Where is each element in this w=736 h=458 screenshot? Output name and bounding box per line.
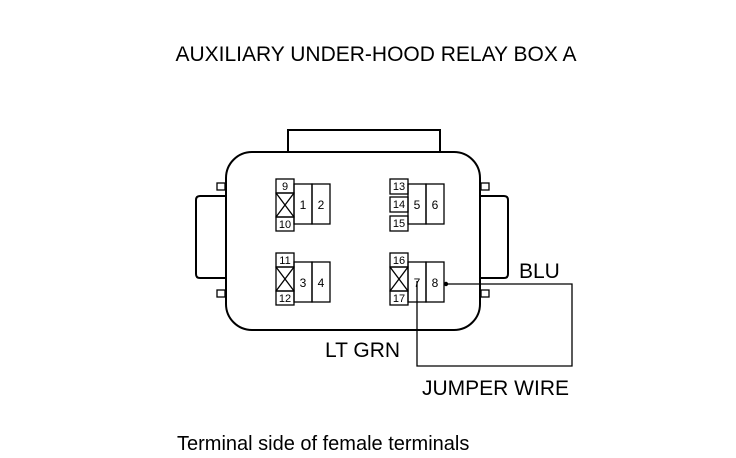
- cavity-group-1-2: 9 10 1 2: [275, 178, 331, 232]
- diagram-caption: Terminal side of female terminals: [177, 433, 469, 455]
- terminal-4-label: 4: [318, 276, 325, 290]
- terminal-12-label: 12: [279, 293, 291, 305]
- right-side-lock: [480, 195, 509, 279]
- terminal-2-label: 2: [318, 198, 325, 212]
- terminal-8: [425, 261, 445, 303]
- blu-wire-label: BLU: [519, 260, 560, 283]
- terminal-13-label: 13: [393, 181, 405, 193]
- jumper-wire-line: [416, 281, 573, 367]
- jumper-wire-label: JUMPER WIRE: [422, 377, 569, 400]
- cavity-group-5-6: 13 14 15 5 6: [389, 178, 445, 232]
- right-top-tab: [480, 182, 490, 191]
- terminal-16-label: 16: [393, 255, 405, 267]
- cavity-group-3-4: 11 12 3 4: [275, 252, 331, 306]
- right-bottom-tab: [480, 289, 490, 298]
- terminal-17-label: 17: [393, 293, 405, 305]
- terminal-3-label: 3: [300, 276, 307, 290]
- terminal-5-label: 5: [414, 198, 421, 212]
- terminal-6-label: 6: [432, 198, 439, 212]
- terminal-14-label: 14: [393, 199, 405, 211]
- terminal-8-label: 8: [432, 276, 439, 290]
- terminal-1-label: 1: [300, 198, 307, 212]
- left-side-lock: [195, 195, 226, 279]
- left-bottom-tab: [216, 289, 226, 298]
- top-latch: [287, 129, 441, 152]
- terminal-10-label: 10: [279, 219, 291, 231]
- terminal-2: [311, 183, 331, 225]
- left-top-tab: [216, 182, 226, 191]
- terminal-15-label: 15: [393, 218, 405, 230]
- terminal-9-label: 9: [282, 181, 288, 193]
- lt-grn-wire-label: LT GRN: [325, 339, 400, 362]
- blocked-cavity-icon: [275, 192, 295, 218]
- terminal-4: [311, 261, 331, 303]
- blocked-cavity-icon: [275, 266, 295, 292]
- terminal-11-label: 11: [279, 255, 290, 267]
- blocked-cavity-icon: [389, 266, 409, 292]
- diagram-title: AUXILIARY UNDER-HOOD RELAY BOX A: [175, 43, 576, 66]
- terminal-8-probe-point: [443, 281, 449, 287]
- jumper-wire: [416, 281, 573, 367]
- terminal-6: [425, 183, 445, 225]
- connector-housing: [195, 129, 509, 331]
- housing-body: [225, 151, 481, 331]
